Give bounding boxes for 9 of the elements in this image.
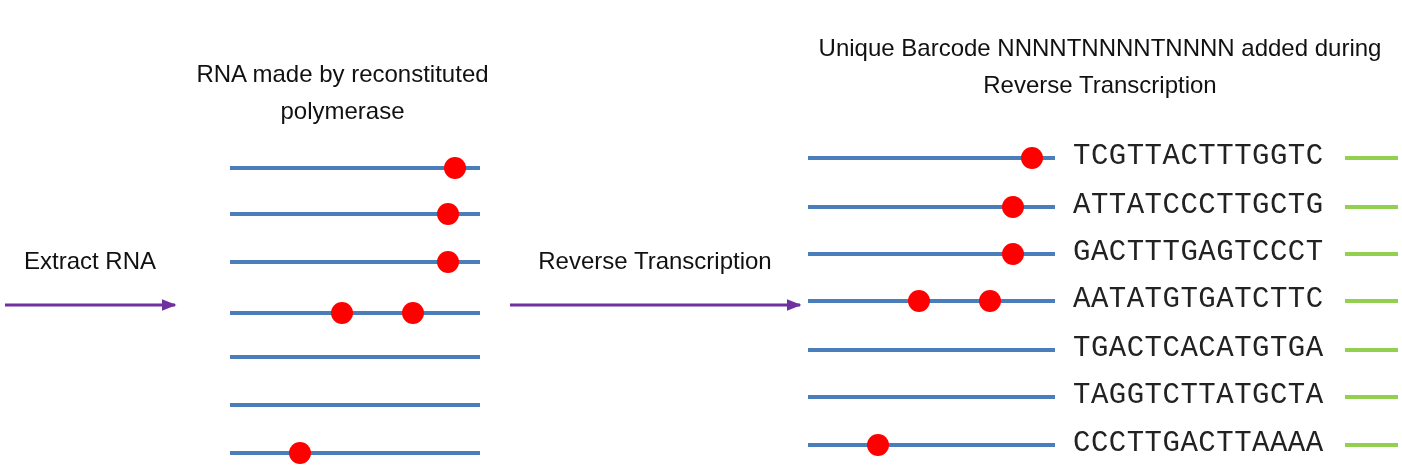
barcode-sequence: TCGTTACTTTGGTC — [1073, 141, 1324, 173]
barcode-sequence: TGACTCACATGTGA — [1073, 333, 1324, 365]
heading-text: RNA made by reconstituted polymerase — [195, 59, 490, 126]
barcode-sequence: GACTTTGAGTCCCT — [1073, 237, 1324, 269]
barcode-sequence: TAGGTCTTATGCTA — [1073, 380, 1324, 412]
heading-text: Unique Barcode NNNNTNNNNTNNNN added during Reverse Transcription — [817, 33, 1383, 100]
barcode-sequence: AATATGTGATCTTC — [1073, 284, 1324, 316]
barcode-sequence: ATTATCCCTTGCTG — [1073, 190, 1324, 222]
barcode-sequence: CCCTTGACTTAAAA — [1073, 428, 1324, 460]
